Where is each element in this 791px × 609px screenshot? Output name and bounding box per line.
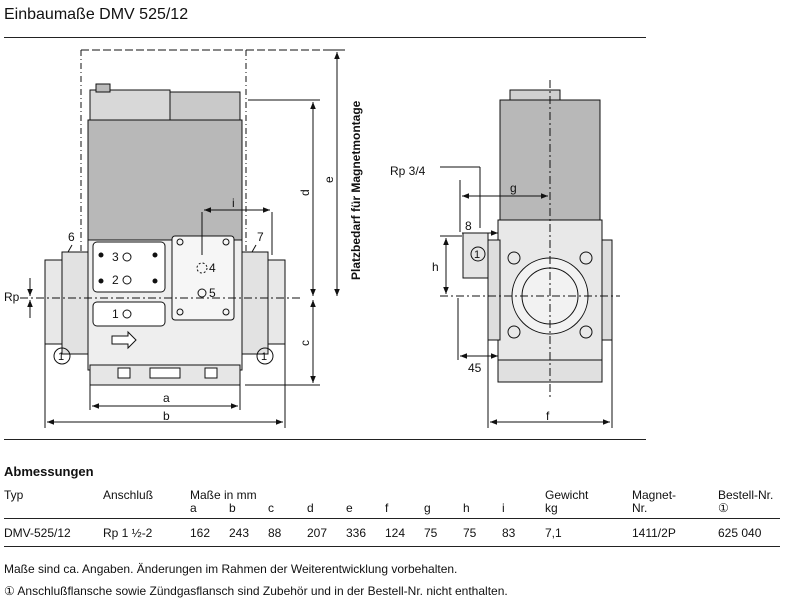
- drawing-rule: [4, 439, 646, 440]
- cell-e: 336: [346, 526, 367, 540]
- cell-g: 75: [424, 526, 438, 540]
- sub-e: e: [346, 501, 353, 515]
- circled-marker-right: 1: [261, 351, 267, 363]
- label-a: a: [163, 391, 170, 405]
- label-g: g: [510, 181, 517, 195]
- port-4: 4: [209, 261, 216, 275]
- hdr-magnet: Magnet-: [632, 488, 677, 502]
- sub-f: f: [385, 501, 389, 515]
- circled-marker-left: 1: [58, 351, 64, 363]
- title-rule: [4, 37, 646, 38]
- cell-i: 83: [502, 526, 516, 540]
- sub-kg: kg: [545, 501, 558, 515]
- sub-a: a: [190, 501, 197, 515]
- port-5: 5: [209, 286, 216, 300]
- label-d: d: [298, 189, 312, 196]
- cell-typ: DMV-525/12: [4, 526, 71, 540]
- cell-f: 124: [385, 526, 406, 540]
- sub-i: i: [502, 501, 505, 515]
- hdr-anschluss: Anschluß: [103, 488, 154, 502]
- sub-nr: Nr.: [632, 501, 648, 515]
- hdr-gewicht: Gewicht: [545, 488, 589, 502]
- hdr-bestell: Bestell-Nr.: [718, 488, 774, 502]
- header-rule: [4, 518, 780, 519]
- label-rp34: Rp 3/4: [390, 164, 426, 178]
- label-e: e: [322, 176, 336, 183]
- cell-gewicht: 7,1: [545, 526, 562, 540]
- sub-g: g: [424, 501, 431, 515]
- sub-d: d: [307, 501, 314, 515]
- port-3: 3: [112, 250, 119, 264]
- note-2: ① Anschlußflansche sowie Zündgasflansch …: [4, 584, 508, 598]
- label-6: 6: [68, 230, 75, 244]
- label-8: 8: [465, 219, 472, 233]
- sub-c: c: [268, 501, 274, 515]
- sub-bestell: ①: [718, 501, 729, 515]
- hdr-masse: Maße in mm: [190, 488, 257, 502]
- side-view: [440, 80, 620, 428]
- label-rp: Rp: [4, 290, 20, 304]
- cell-c: 88: [268, 526, 282, 540]
- sub-b: b: [229, 501, 236, 515]
- cell-b: 243: [229, 526, 250, 540]
- sub-h: h: [463, 501, 470, 515]
- label-7: 7: [257, 230, 264, 244]
- rotated-label: Platzbedarf für Magnetmontage: [349, 100, 363, 280]
- note-1: Maße sind ca. Angaben. Änderungen im Rah…: [4, 562, 458, 576]
- cell-a: 162: [190, 526, 211, 540]
- label-c: c: [298, 340, 312, 346]
- row-rule: [4, 546, 780, 547]
- circled-marker-side: 1: [474, 249, 480, 261]
- front-view: [20, 49, 345, 428]
- port-2: 2: [112, 273, 119, 287]
- cell-d: 207: [307, 526, 328, 540]
- technical-drawing: 6 7 Rp i a b c d e Platzbedarf für Magne…: [4, 49, 620, 428]
- label-b: b: [163, 409, 170, 423]
- cell-bestell: 625 040: [718, 526, 762, 540]
- label-45: 45: [468, 361, 482, 375]
- table-heading: Abmessungen: [4, 464, 94, 479]
- label-i: i: [232, 196, 235, 210]
- label-h: h: [432, 260, 439, 274]
- hdr-typ: Typ: [4, 488, 24, 502]
- cell-anschluss: Rp 1 ½-2: [103, 526, 153, 540]
- port-1: 1: [112, 307, 119, 321]
- cell-h: 75: [463, 526, 477, 540]
- cell-magnet: 1411/2P: [632, 526, 676, 540]
- label-f: f: [546, 409, 550, 423]
- page-title: Einbaumaße DMV 525/12: [4, 6, 189, 23]
